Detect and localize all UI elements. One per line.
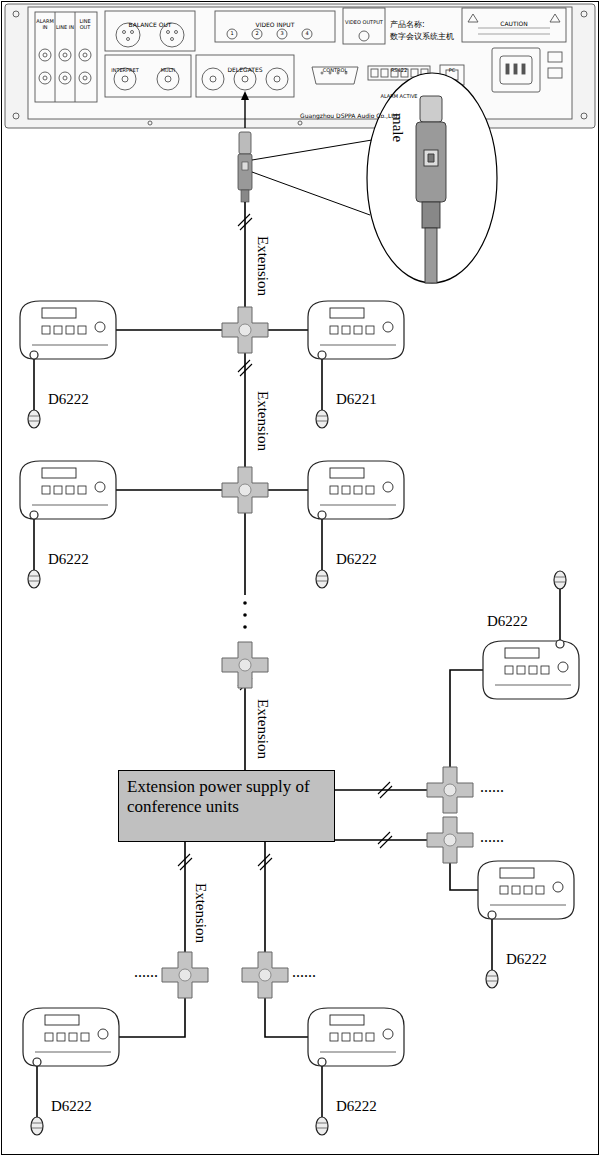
panel-label: PC — [449, 68, 456, 74]
panel-label: 2 — [255, 31, 258, 37]
continuation-mark: ...... — [292, 963, 316, 981]
junction-cross — [427, 817, 473, 863]
model-label: D6222 — [336, 551, 377, 568]
callout-outline — [366, 72, 498, 284]
conference-unit-outline — [475, 568, 587, 704]
conference-unit-outline — [12, 455, 124, 591]
continuation-mark: ...... — [134, 963, 158, 981]
conference-unit: D6222 — [470, 855, 582, 991]
extension-label: Extension — [253, 699, 270, 759]
continuation-mark: ...... — [480, 828, 504, 846]
model-label: D6222 — [48, 391, 89, 408]
conference-unit-drawing — [308, 1008, 404, 1135]
conference-unit-outline — [300, 1002, 412, 1138]
leader-line — [252, 140, 372, 215]
box-label: Extension power supply of conference uni… — [127, 777, 326, 818]
panel-label: VIDEO OUTPUT — [345, 20, 383, 26]
panel-label: 1 — [230, 31, 233, 37]
model-label: D6222 — [336, 1098, 377, 1115]
conference-unit-drawing — [483, 571, 579, 699]
panel-label: 3 — [280, 31, 283, 37]
conference-unit-outline — [15, 1002, 127, 1138]
extension-mark — [238, 214, 252, 230]
callout-bubble — [367, 73, 497, 283]
conference-unit: D6222 — [15, 1002, 127, 1138]
conference-unit: D6222 — [12, 455, 124, 591]
junction-cross — [222, 307, 268, 353]
conference-unit-drawing — [23, 1008, 119, 1135]
extension-mark — [238, 360, 252, 376]
conference-unit-outline — [470, 855, 582, 991]
model-label: D6222 — [506, 951, 547, 968]
conference-unit-drawing — [478, 861, 574, 988]
panel-label: DELEGATES — [227, 67, 262, 74]
junction-cross — [222, 467, 268, 513]
cable-wiring — [116, 202, 483, 1037]
conference-unit: D6222 — [300, 1002, 412, 1138]
panel-label: Guangzhou DSPPA Audio Co.,Ltd. — [300, 113, 399, 120]
conference-unit: D6222 — [12, 295, 124, 431]
extension-mark — [378, 832, 392, 848]
panel-label: INTERPRET — [111, 68, 139, 74]
panel-label: ALARM ACTIVE — [380, 94, 417, 100]
cable-plug — [238, 91, 252, 202]
junction-cross — [427, 767, 473, 813]
panel-label: 4 — [305, 31, 308, 37]
panel-label: VIDEO INPUT — [256, 22, 295, 29]
model-label: D6221 — [336, 391, 377, 408]
main-unit-rear-panel — [5, 4, 595, 128]
conference-unit-drawing — [308, 461, 404, 588]
conference-unit-outline — [12, 295, 124, 431]
junction-cross — [242, 952, 288, 998]
junction-cross — [222, 642, 268, 688]
conference-unit-drawing — [20, 301, 116, 428]
extension-mark — [378, 782, 392, 798]
extension-mark — [258, 854, 272, 870]
model-label: D6222 — [48, 551, 89, 568]
junction-cross — [162, 952, 208, 998]
continuation-mark: ...... — [480, 778, 504, 796]
conference-unit-outline — [300, 295, 412, 431]
extension-mark — [178, 854, 192, 870]
panel-label: RS422 — [391, 68, 407, 74]
conference-unit: D6222 — [475, 568, 587, 704]
power-supply-box: Extension power supply of conference uni… — [118, 770, 335, 842]
continuation-dots — [243, 601, 247, 629]
panel-label: MULTI — [161, 68, 176, 74]
panel-label: LINE OUT — [75, 19, 95, 31]
panel-label: CAUTION — [500, 21, 527, 28]
model-label: D6222 — [51, 1098, 92, 1115]
extension-label: Extension — [191, 883, 208, 943]
panel-label: CONTROL — [323, 68, 347, 74]
conference-unit-drawing — [308, 301, 404, 428]
extension-label: Extension — [253, 236, 270, 296]
panel-label: 产品名称: — [390, 20, 425, 29]
extension-label: Extension — [253, 391, 270, 451]
conference-unit: D6221 — [300, 295, 412, 431]
callout-bubble: male — [366, 72, 498, 284]
panel-label: ALARM IN — [35, 19, 55, 31]
panel-label: LINE IN — [55, 25, 75, 31]
model-label: D6222 — [487, 613, 528, 630]
panel-label: BALANCE OUT — [129, 22, 172, 29]
conference-unit-outline — [300, 455, 412, 591]
conference-unit-drawing — [20, 461, 116, 588]
panel-label: 数字会议系统主机 — [390, 32, 454, 41]
conference-unit: D6222 — [300, 455, 412, 591]
male-plug-drawing — [416, 96, 446, 283]
